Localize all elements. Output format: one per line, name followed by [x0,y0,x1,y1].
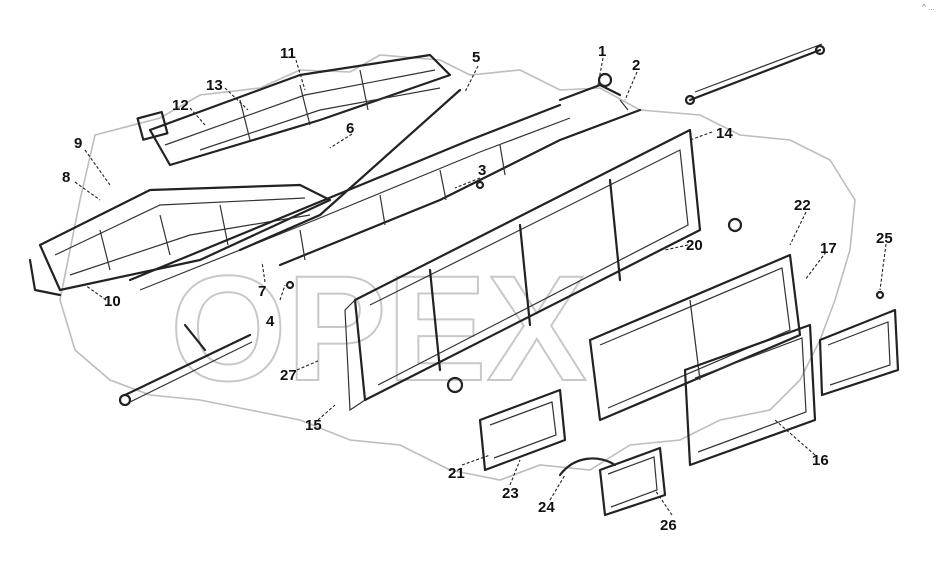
top-fastener-group [558,72,629,111]
callout-8: 8 [62,169,70,186]
callout-2: 2 [632,57,640,74]
callout-24: 24 [538,499,555,516]
callout-13: 13 [206,77,223,94]
callout-17: 17 [820,240,837,257]
callout-3: 3 [478,162,486,179]
callout-7: 7 [258,283,266,300]
callout-21: 21 [448,465,465,482]
lower-left-rod [118,323,253,407]
callout-4: 4 [266,313,275,330]
callout-9: 9 [74,135,82,152]
top-right-rod [684,43,826,106]
callout-10: 10 [104,293,121,310]
callout-25: 25 [876,230,893,247]
cross-members [128,88,642,291]
callout-23: 23 [502,485,519,502]
hose-24 [558,457,617,477]
callout-20: 20 [686,237,703,254]
callout-12: 12 [172,97,189,114]
leader-lines [74,57,887,516]
callout-22: 22 [794,197,811,214]
callout-6: 6 [346,120,354,137]
fasteners [285,180,885,394]
callout-16: 16 [812,452,829,469]
corner-mark: ^ ... [922,3,935,12]
rear-frame [588,253,802,422]
roof-frame-left [28,183,332,297]
callout-14: 14 [716,125,733,142]
panel-26 [598,446,667,517]
callout-27: 27 [280,367,297,384]
callout-26: 26 [660,517,677,534]
callout-11: 11 [280,45,296,62]
watermark-gear-outline [59,54,856,481]
door-frame [478,388,567,472]
callout-1: 1 [598,43,606,60]
panel-16 [683,323,817,467]
callout-15: 15 [305,417,322,434]
callout-labels: 1 2 3 4 5 6 7 8 9 10 11 12 13 14 15 16 1… [62,43,893,534]
callout-5: 5 [472,49,480,66]
side-frame-main [344,128,702,412]
panel-25 [818,308,900,397]
